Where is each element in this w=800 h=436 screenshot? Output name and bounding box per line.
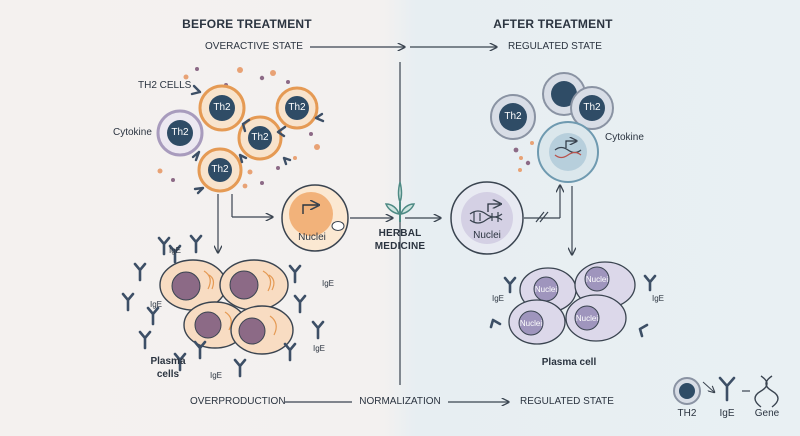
th2-label: Th2 xyxy=(504,111,522,122)
state-regulated-top: REGULATED STATE xyxy=(508,41,602,52)
th2-label: Th2 xyxy=(171,127,189,138)
plasma-cell-icon xyxy=(230,305,294,355)
cytokine-cell-icon xyxy=(537,121,599,183)
ige-label: IgE xyxy=(169,246,182,255)
plasma-cell-icon xyxy=(183,301,247,349)
plasma-cell-icon xyxy=(219,259,289,311)
th2-cell-icon xyxy=(490,94,536,140)
state-overactive: OVERACTIVE STATE xyxy=(205,41,303,52)
promoter-arrow-icon xyxy=(487,204,500,212)
medicine-label-line2: MEDICINE xyxy=(374,241,426,252)
plasma-cell-label-right: Plasma cell xyxy=(541,357,597,368)
plasma-cell-icon xyxy=(508,299,566,345)
th2-label: Th2 xyxy=(211,164,229,175)
cytokine-label-right: Cytokine xyxy=(605,132,644,143)
th2-cell-icon xyxy=(198,84,246,132)
nucleus-icon xyxy=(450,181,524,255)
th2-cell-icon xyxy=(275,86,319,130)
th2-label: Th2 xyxy=(213,102,231,113)
inhibited-arrow-icon xyxy=(524,186,560,223)
plasma-cells-label-line1: Plasma xyxy=(150,356,186,367)
nuclei-label-small: Nuclei xyxy=(534,285,558,294)
dna-icon xyxy=(469,210,503,224)
th2-cell-icon xyxy=(197,147,243,193)
nuclei-label-small: Nuclei xyxy=(575,314,599,323)
nucleus-icon xyxy=(281,184,349,252)
medicine-label-line1: HERBAL xyxy=(378,228,422,239)
promoter-arrow-icon xyxy=(302,205,318,214)
ige-label: IgE xyxy=(492,294,505,303)
th2-label: Th2 xyxy=(251,132,269,143)
legend-dna-icon xyxy=(754,375,779,408)
th2-label: Th2 xyxy=(288,102,306,113)
legend-th2-label: TH2 xyxy=(677,408,697,419)
bottom-overproduction: OVERPRODUCTION xyxy=(190,396,286,407)
nuclei-label-right: Nuclei xyxy=(473,230,501,241)
bottom-normalization: NORMALIZATION xyxy=(359,396,441,407)
header-before: BEFORE TREATMENT xyxy=(182,17,312,31)
cytokine-label-left: Cytokine xyxy=(113,127,152,138)
ige-label: IgE xyxy=(150,300,163,309)
ige-label: IgE xyxy=(652,294,665,303)
plasma-cell-icon xyxy=(159,259,227,311)
th2-cell-icon xyxy=(156,109,204,157)
nuclei-label-small: Nuclei xyxy=(519,319,543,328)
bottom-regulated: REGULATED STATE xyxy=(520,396,614,407)
plasma-cells-label-line2: cells xyxy=(156,369,180,380)
plasma-cell-icon xyxy=(565,294,627,342)
th2-cell-icon xyxy=(237,115,283,161)
antibody-icon xyxy=(190,84,325,195)
th2-cell-icon xyxy=(570,86,614,130)
ige-label: IgE xyxy=(322,279,335,288)
antibody-icon xyxy=(121,234,325,378)
cytokine-dots-right xyxy=(513,141,534,172)
th2-cells-label: TH2 CELLS xyxy=(138,80,192,91)
arrow-right-icon xyxy=(702,381,714,392)
th2-label: Th2 xyxy=(583,102,601,113)
legend-th2-icon xyxy=(673,377,701,405)
ige-label: IgE xyxy=(210,371,223,380)
leaf-sprout-icon xyxy=(384,181,416,222)
header-after: AFTER TREATMENT xyxy=(493,17,613,31)
ige-label: IgE xyxy=(313,344,326,353)
legend-ige-label: IgE xyxy=(719,408,735,419)
legend-ige-icon xyxy=(718,376,736,402)
nuclei-label-small: Nuclei xyxy=(585,275,609,284)
dna-icon xyxy=(554,146,582,159)
nuclei-label-left: Nuclei xyxy=(298,232,326,243)
legend-gene-label: Gene xyxy=(754,408,780,419)
antibody-icon xyxy=(489,274,657,338)
